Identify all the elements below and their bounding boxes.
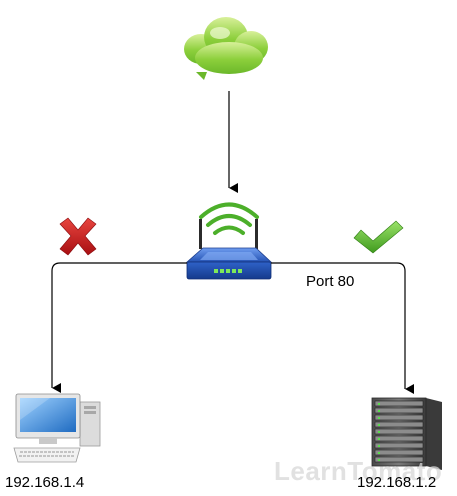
server-rack-icon	[371, 397, 442, 470]
red-x-icon	[59, 217, 97, 256]
desktop-computer-icon	[13, 393, 101, 463]
connector-router-client	[51, 262, 187, 393]
client-ip-label: 192.168.1.4	[5, 474, 85, 491]
cloud-icon	[184, 17, 268, 80]
watermark: LearnTomato	[274, 456, 443, 486]
port-label: Port 80	[306, 273, 355, 290]
connector-router-server	[271, 262, 414, 394]
server-units	[374, 400, 424, 463]
server-ip-label: 192.168.1.2	[357, 474, 437, 491]
green-check-icon	[353, 220, 404, 254]
wireless-router-icon	[185, 202, 273, 280]
